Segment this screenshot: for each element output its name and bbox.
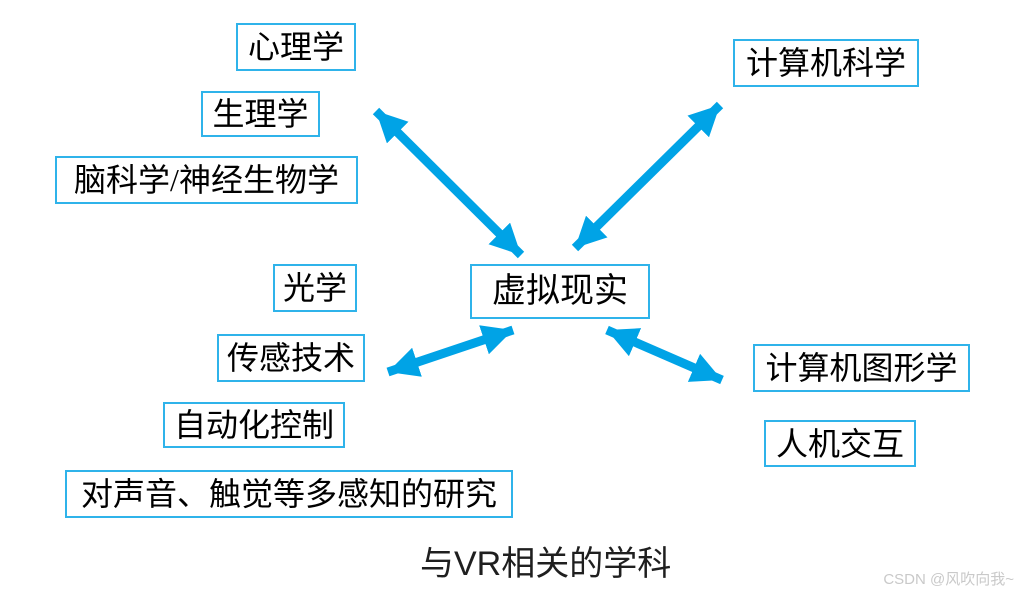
node-human-computer-interaction: 人机交互 (764, 420, 916, 467)
node-optics: 光学 (273, 264, 357, 312)
node-computer-graphics: 计算机图形学 (753, 344, 970, 392)
node-brain-science-neurobiology: 脑科学/神经生物学 (55, 156, 358, 204)
node-psychology: 心理学 (236, 23, 356, 71)
arrow-vr-to-lower-left-group (386, 325, 515, 377)
node-virtual-reality-center: 虚拟现实 (470, 264, 650, 319)
arrow-vr-to-upper-left-group (372, 107, 525, 259)
node-automation-control: 自动化控制 (163, 402, 345, 448)
arrow-vr-to-computer-science (571, 101, 724, 252)
node-multi-perception-research: 对声音、触觉等多感知的研究 (65, 470, 513, 518)
diagram-title: 与VR相关的学科 (420, 545, 672, 583)
node-computer-science: 计算机科学 (733, 39, 919, 87)
node-sensor-technology: 传感技术 (217, 334, 365, 382)
node-physiology: 生理学 (201, 91, 320, 137)
watermark: CSDN @风吹向我~ (883, 571, 1014, 588)
arrow-vr-to-lower-right-group (605, 325, 724, 385)
